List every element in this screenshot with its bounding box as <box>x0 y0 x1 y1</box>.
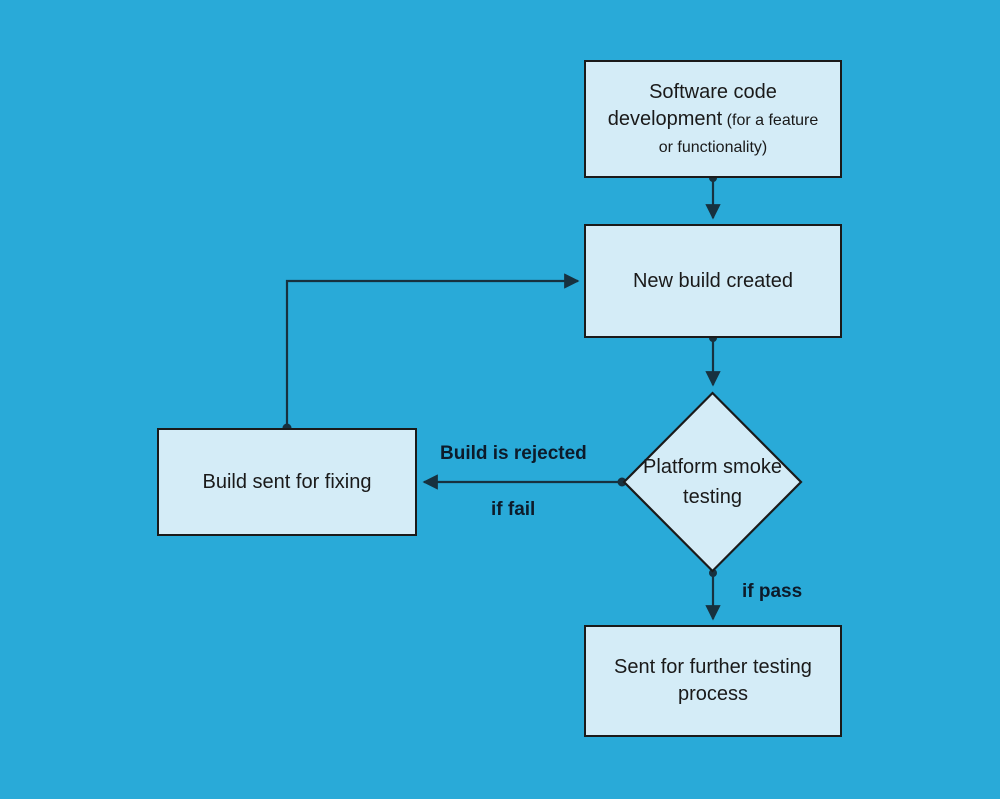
node-build-sent-for-fixing-label: Build sent for fixing <box>202 470 372 493</box>
node-build-sent-for-fixing[interactable]: Build sent for fixing <box>157 428 417 536</box>
edge-smoke-testing-to-further-testing <box>705 569 721 621</box>
node-new-build-created[interactable]: New build created <box>584 224 842 338</box>
edge-label-if-fail: if fail <box>491 499 536 520</box>
diamond-shape <box>622 391 803 573</box>
edge-build-fixing-to-new-build <box>282 273 580 433</box>
edge-label-build-is-rejected: Build is rejected <box>440 443 587 464</box>
node-software-code-development-main: Software code development <box>607 80 777 130</box>
node-new-build-created-label: New build created <box>632 269 794 292</box>
node-sent-for-further-testing[interactable]: Sent for further testing process <box>584 625 842 737</box>
node-software-code-development-label: Software code development (for a feature… <box>586 79 840 160</box>
node-software-code-development-sub: (for a feature or functionality) <box>658 111 819 156</box>
edge-smoke-testing-to-build-fixing <box>422 474 627 490</box>
node-platform-smoke-testing[interactable]: Platform smoke testing <box>622 391 803 573</box>
node-software-code-development[interactable]: Software code development (for a feature… <box>584 60 842 178</box>
edge-new-build-to-smoke-testing <box>705 334 721 387</box>
edge-code-development-to-new-build <box>705 174 721 220</box>
edge-label-if-pass: if pass <box>742 581 803 602</box>
node-sent-for-further-testing-label: Sent for further testing process <box>614 656 812 705</box>
